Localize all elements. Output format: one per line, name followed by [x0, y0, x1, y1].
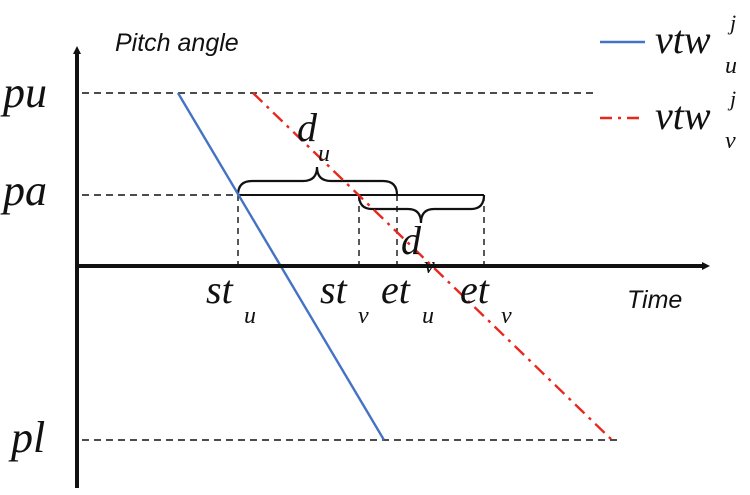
et-u-sub: u — [422, 303, 434, 329]
legend-vtw-u-sub: u — [725, 53, 737, 79]
d-u-label: d u — [297, 105, 330, 167]
et-v-label: et v — [460, 267, 512, 329]
st-u-label: st u — [206, 267, 256, 329]
d-u-sub: u — [318, 141, 330, 167]
legend-vtw-u-base: vtw — [655, 17, 711, 62]
legend: vtw j u vtw j v — [600, 10, 737, 154]
et-u-base: et — [381, 267, 411, 312]
st-v-base: st — [320, 267, 348, 312]
y-axis-title: Pitch angle — [115, 29, 239, 57]
legend-item-vtw-u: vtw j u — [600, 10, 737, 79]
legend-item-vtw-v: vtw j v — [600, 86, 736, 154]
legend-vtw-v-sup: j — [727, 86, 736, 111]
st-v-label: st v — [320, 267, 369, 329]
st-u-sub: u — [244, 303, 256, 329]
d-u-base: d — [297, 105, 318, 150]
d-v-sub: v — [424, 253, 435, 279]
pa-label: pa — [0, 166, 47, 215]
et-v-base: et — [460, 267, 490, 312]
d-v-label: d v — [401, 218, 435, 279]
legend-vtw-v-sub: v — [725, 128, 736, 154]
st-u-base: st — [206, 267, 234, 312]
et-v-sub: v — [501, 303, 512, 329]
pl-label: pl — [8, 413, 45, 462]
et-u-label: et u — [381, 267, 434, 329]
d-v-base: d — [401, 218, 422, 263]
legend-vtw-u-sup: j — [727, 10, 736, 35]
d-u-brace — [236, 166, 399, 196]
x-axis-title: Time — [627, 286, 682, 314]
legend-vtw-v-base: vtw — [655, 93, 711, 138]
pu-label: pu — [0, 68, 47, 117]
st-v-sub: v — [358, 303, 369, 329]
d-v-brace — [357, 194, 486, 224]
